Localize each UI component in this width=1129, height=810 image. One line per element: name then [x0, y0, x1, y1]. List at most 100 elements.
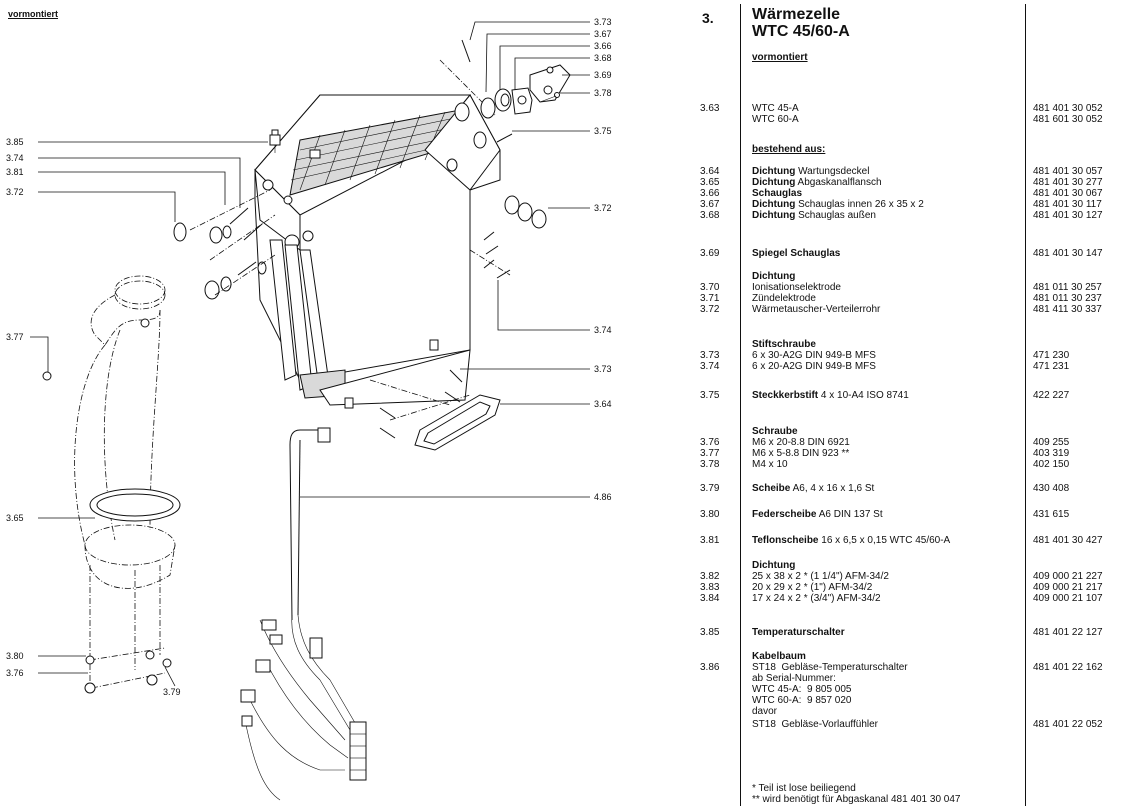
- part-description-text: 6 x 30-A2G DIN 949-B MFS: [752, 350, 876, 361]
- part-description-bold: Teflonscheibe: [752, 535, 819, 546]
- callout-3-65: 3.65: [6, 513, 24, 523]
- footnote-single-star: * Teil ist lose beiliegend: [752, 783, 856, 794]
- part-description-bold: Dichtung: [752, 177, 796, 188]
- part-description: Schauglas: [752, 188, 1024, 200]
- vormontiert-label: vormontiert: [8, 9, 59, 19]
- part-description: Schraube: [752, 426, 1024, 438]
- part-description-bold: Schauglas: [752, 188, 803, 199]
- parts-list-panel: 3. Wärmezelle WTC 45/60-A vormontiert 3.…: [690, 0, 1129, 810]
- part-number-ref: 3.67: [700, 199, 720, 210]
- part-description-bold: Temperaturschalter: [752, 627, 845, 638]
- order-number: 481 401 30 277: [1033, 177, 1103, 188]
- part-description-text: Ionisationselektrode: [752, 282, 841, 293]
- part-description: M4 x 10: [752, 459, 1024, 471]
- part-description: Dichtung Schauglas außen: [752, 210, 1024, 222]
- part-description: 6 x 30-A2G DIN 949-B MFS: [752, 350, 1024, 362]
- part-description: Stiftschraube: [752, 339, 1024, 351]
- part-description-text: ST18 Gebläse-Vorlauffühler: [752, 719, 879, 730]
- callout-3-75: 3.75: [594, 126, 612, 136]
- order-number: 481 411 30 337: [1033, 304, 1102, 315]
- order-number: 481 401 30 052: [1033, 103, 1103, 114]
- part-number-ref: 3.76: [700, 437, 720, 448]
- part-description: Spiegel Schauglas: [752, 248, 1024, 260]
- part-description-bold: Federscheibe: [752, 509, 817, 520]
- section-subtitle: vormontiert: [752, 52, 808, 63]
- order-number: 481 401 30 117: [1033, 199, 1102, 210]
- part-description: Temperaturschalter: [752, 627, 1024, 639]
- part-number-ref: 3.72: [700, 304, 720, 315]
- callout-3-64: 3.64: [594, 399, 612, 409]
- part-number-ref: 3.64: [700, 166, 720, 177]
- part-number-ref: 3.83: [700, 582, 720, 593]
- part-number-ref: 3.69: [700, 248, 720, 259]
- part-description-bold: Dichtung: [752, 271, 796, 282]
- callout-3-73-top: 3.73: [594, 17, 612, 27]
- order-number: 409 000 21 227: [1033, 571, 1103, 582]
- part-description: Federscheibe A6 DIN 137 St: [752, 509, 1024, 521]
- part-description: WTC 60-A: 9 857 020: [752, 695, 1024, 707]
- order-number: 430 408: [1033, 483, 1070, 494]
- part-number-ref: 3.79: [700, 483, 720, 494]
- part-description-text: ST18 Gebläse-Temperaturschalter: [752, 662, 908, 673]
- part-description: 25 x 38 x 2 * (1 1/4") AFM-34/2: [752, 571, 1024, 583]
- part-number-ref: 3.71: [700, 293, 720, 304]
- order-number: 403 319: [1033, 448, 1070, 459]
- part-number-ref: 3.63: [700, 103, 720, 114]
- order-number: 481 401 22 052: [1033, 719, 1103, 730]
- order-number: 471 230: [1033, 350, 1070, 361]
- part-description: 17 x 24 x 2 * (3/4") AFM-34/2: [752, 593, 1024, 605]
- part-description-text: A6 DIN 137 St: [816, 509, 883, 520]
- part-description-text: WTC 60-A: 9 857 020: [752, 695, 852, 706]
- column-divider-left: [740, 4, 741, 806]
- callout-3-79: 3.79: [163, 687, 181, 697]
- callout-3-66: 3.66: [594, 41, 612, 51]
- part-description: WTC 60-A: [752, 114, 1024, 126]
- part-description: Steckkerbstift 4 x 10-A4 ISO 8741: [752, 390, 1024, 402]
- part-number-ref: 3.84: [700, 593, 720, 604]
- part-description-text: M6 x 20-8.8 DIN 6921: [752, 437, 850, 448]
- part-description: ST18 Gebläse-Vorlauffühler: [752, 719, 1024, 731]
- part-number-ref: 3.66: [700, 188, 720, 199]
- part-number-ref: 3.85: [700, 627, 720, 638]
- part-description-text: 25 x 38 x 2 * (1 1/4") AFM-34/2: [752, 571, 889, 582]
- part-number-ref: 3.73: [700, 350, 720, 361]
- part-description-text: WTC 45-A: 9 805 005: [752, 684, 852, 695]
- section-title-line-2: WTC 45/60-A: [752, 23, 850, 40]
- part-description-text: 4 x 10-A4 ISO 8741: [818, 390, 909, 401]
- part-description-bold: Dichtung: [752, 560, 796, 571]
- part-description-text: Schauglas innen 26 x 35 x 2: [795, 199, 924, 210]
- part-number-ref: 3.65: [700, 177, 720, 188]
- part-description: 6 x 20-A2G DIN 949-B MFS: [752, 361, 1024, 373]
- order-number: 481 401 30 057: [1033, 166, 1103, 177]
- part-number-ref: 3.78: [700, 459, 720, 470]
- part-description: ST18 Gebläse-Temperaturschalter: [752, 662, 1024, 674]
- part-description: davor: [752, 706, 1024, 718]
- callout-3-76: 3.76: [6, 668, 24, 678]
- part-number-ref: 3.80: [700, 509, 720, 520]
- part-number-ref: 3.81: [700, 535, 720, 546]
- callout-3-78: 3.78: [594, 88, 612, 98]
- heat-cell-body: [254, 94, 501, 409]
- part-description-text: M4 x 10: [752, 459, 788, 470]
- section-number: 3.: [702, 10, 714, 26]
- callout-3-72-left: 3.72: [6, 187, 24, 197]
- part-description: Dichtung Wartungsdeckel: [752, 166, 1024, 178]
- service-cover-gasket: [369, 369, 501, 451]
- part-description: bestehend aus:: [752, 144, 1024, 156]
- callout-3-68: 3.68: [594, 53, 612, 63]
- right-gasket-set: [469, 195, 547, 279]
- part-description-text: ab Serial-Nummer:: [752, 673, 836, 684]
- part-description-text: M6 x 5-8.8 DIN 923 **: [752, 448, 850, 459]
- part-description: Dichtung: [752, 271, 1024, 283]
- part-description-text: Wartungsdeckel: [795, 166, 870, 177]
- order-number: 481 401 22 127: [1033, 627, 1103, 638]
- section-title: Wärmezelle WTC 45/60-A: [752, 6, 850, 40]
- part-description-bold: Steckkerbstift: [752, 390, 819, 401]
- part-description-text: 16 x 6,5 x 0,15 WTC 45/60-A: [818, 535, 951, 546]
- part-description-bold: Dichtung: [752, 166, 796, 177]
- part-description-text: WTC 45-A: [752, 103, 799, 114]
- callout-3-72-right: 3.72: [594, 203, 612, 213]
- order-number: 481 011 30 237: [1033, 293, 1102, 304]
- order-number: 471 231: [1033, 361, 1070, 372]
- part-description: WTC 45-A: [752, 103, 1024, 115]
